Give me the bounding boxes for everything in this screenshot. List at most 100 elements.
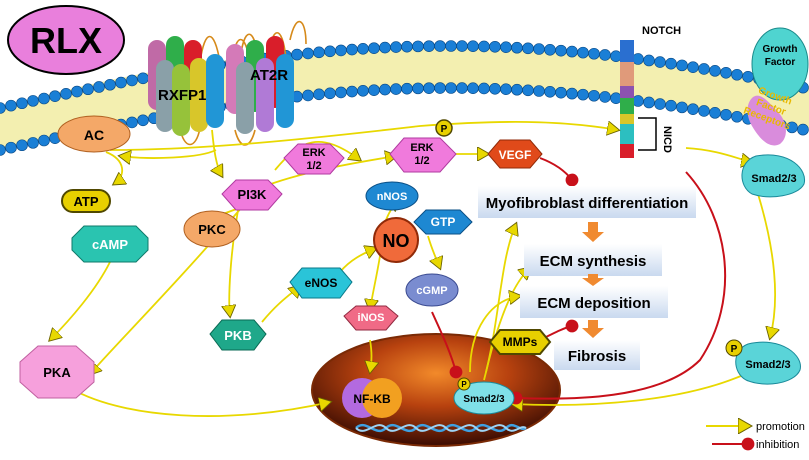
lipid-head [555, 86, 567, 99]
lipid-head [489, 82, 501, 95]
lipid-head [368, 42, 380, 54]
lipid-head [467, 82, 479, 95]
myofibroblast-label: Myofibroblast differentiation [486, 195, 689, 212]
fibrosis-box [554, 340, 640, 370]
lipid-head [533, 43, 545, 55]
no-label: NO [383, 231, 410, 251]
lipid-head [434, 40, 446, 52]
process-flow-arrows [582, 222, 604, 338]
smad-upper-label: Smad2/3 [751, 173, 796, 185]
lipid-head [511, 83, 523, 96]
lipid-head [599, 49, 611, 61]
lipid-head [379, 83, 391, 96]
ac-node [57, 115, 131, 153]
lipid-head [16, 139, 28, 152]
growth-factor-receptor [747, 95, 786, 146]
at2r-label: AT2R [250, 67, 288, 84]
smad-nucleus-node [453, 381, 515, 415]
lipid-head [500, 83, 512, 96]
lipid-head [60, 88, 72, 100]
rxfp1-receptor [148, 36, 256, 146]
rxfp1-label: RXFP1 [158, 87, 206, 104]
smad-lower-node [735, 341, 801, 385]
legend: promotion inhibition [706, 421, 805, 451]
nicd-label: NICD [661, 126, 673, 153]
lipid-head [49, 90, 61, 102]
lipid-head [676, 101, 688, 114]
lipid-head [687, 103, 699, 115]
lipid-head [467, 40, 479, 53]
ecm-deposition-box [520, 286, 668, 318]
lipid-head [126, 116, 138, 129]
lipid-head [456, 40, 468, 52]
lipid-head [709, 107, 721, 119]
camp-node [71, 225, 149, 263]
lipid-head [643, 96, 655, 109]
gtp-node [413, 209, 473, 235]
lipid-head [610, 92, 622, 105]
lipid-head [643, 54, 655, 67]
lipid-head [478, 40, 490, 53]
lipid-head [335, 44, 347, 57]
lipid-head [632, 95, 644, 107]
lipid-head [390, 83, 402, 95]
lipid-head [38, 134, 50, 147]
pkc-node [183, 210, 241, 248]
lipid-head [5, 141, 17, 154]
legend-promotion-label: promotion [756, 421, 805, 433]
lipid-head [302, 47, 314, 60]
lipid-head [577, 88, 589, 101]
lipid-head [489, 40, 501, 53]
smad-lower-label: Smad2/3 [745, 359, 790, 371]
pkc-label: PKC [198, 222, 226, 237]
phospho-marker-erk-label: P [441, 124, 448, 135]
lipid-head [731, 110, 743, 123]
lipid-head [412, 82, 424, 95]
lipid-head [291, 48, 303, 61]
ecm-synthesis-label: ECM synthesis [540, 253, 647, 270]
pkb-label: PKB [224, 328, 251, 343]
rlx-label: RLX [30, 20, 102, 61]
vegf-node [487, 139, 543, 169]
lipid-head [324, 87, 336, 100]
lipid-head [423, 40, 435, 52]
lipid-head [797, 123, 809, 136]
smad-nucleus-label: Smad2/3 [463, 394, 505, 405]
phospho-marker-smad-nucleus [457, 377, 471, 391]
inhibition-arrows [431, 157, 727, 405]
lipid-head [324, 45, 336, 58]
nicd-bracket [638, 117, 657, 151]
no-node [373, 217, 419, 263]
lipid-head [698, 63, 710, 75]
mmps-node [488, 329, 552, 355]
lipid-head [0, 144, 6, 156]
pi3k-node [221, 179, 283, 211]
lipid-head [445, 40, 457, 52]
lipid-head [390, 41, 402, 53]
lipid-head [115, 76, 127, 89]
lipid-head [0, 102, 6, 114]
lipid-head [511, 41, 523, 54]
lipid-head [104, 78, 116, 91]
nfkb-node-right [362, 378, 402, 418]
ecm-synthesis-box [524, 244, 662, 276]
rlx-node [7, 5, 125, 75]
phospho-marker-smad-lower-label: P [731, 344, 738, 355]
lipid-head [566, 87, 578, 100]
lipid-head [720, 108, 732, 121]
gtp-label: GTP [431, 215, 456, 229]
phospho-marker-erk [435, 119, 453, 137]
lipid-head [38, 92, 50, 105]
cgmp-label: cGMP [416, 285, 447, 297]
lipid-head [313, 88, 325, 101]
lipid-head [137, 72, 149, 85]
lipid-head [720, 66, 732, 79]
lipid-head [82, 83, 94, 96]
lipid-head [544, 43, 556, 56]
ac-label: AC [84, 127, 104, 143]
lipid-head [632, 53, 644, 65]
lipid-head [335, 86, 347, 99]
lipid-head [709, 65, 721, 77]
